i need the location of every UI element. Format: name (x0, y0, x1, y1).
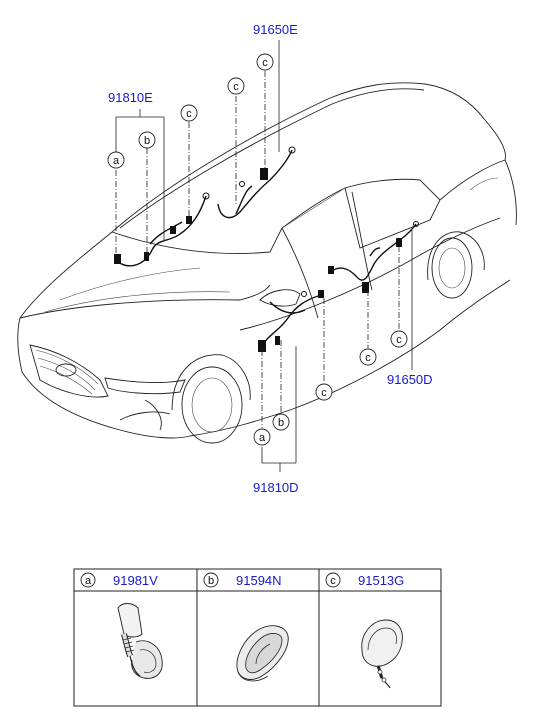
svg-text:b: b (144, 135, 150, 147)
rear-door-harness-lower (328, 221, 419, 293)
connector-a-upper (114, 254, 121, 264)
parts-table-header-c: c 91513G (325, 572, 404, 588)
marker-b-upper: b (138, 131, 156, 149)
marker-c-front-upper: c (180, 104, 198, 122)
connector-a-lower (258, 340, 266, 352)
part-code-b: 91594N (236, 573, 282, 588)
grommet-boot-icon (117, 603, 163, 679)
marker-c-rear-lower: c (390, 330, 408, 348)
part-code-a: 91981V (113, 573, 158, 588)
part-code-c: 91513G (358, 573, 404, 588)
marker-a-upper: a (107, 151, 125, 169)
parts-table-header-a: a 91981V (80, 572, 158, 588)
svg-text:c: c (262, 57, 268, 69)
svg-text:c: c (233, 81, 239, 93)
connector-c-lower (362, 282, 369, 293)
car-body-outline (17, 82, 517, 444)
locator-lines (115, 71, 400, 428)
rear-door-harness-upper (217, 146, 296, 219)
leader-lines (115, 40, 413, 472)
svg-text:b: b (208, 575, 214, 587)
connector-c-upper (260, 168, 268, 180)
parts-table (73, 568, 442, 707)
svg-text:c: c (396, 334, 402, 346)
svg-text:b: b (278, 417, 284, 429)
callout-91650D: 91650D (387, 372, 433, 387)
front-door-harness-upper (114, 192, 210, 267)
marker-c-mid-lower: c (359, 348, 377, 366)
parts-table-header-b: b 91594N (203, 572, 282, 588)
svg-text:a: a (259, 432, 266, 444)
callout-91650E: 91650E (253, 22, 298, 37)
callout-91810D: 91810D (253, 480, 299, 495)
round-grommet-icon (361, 619, 403, 689)
marker-c-rear-upper: c (256, 53, 274, 71)
svg-text:c: c (186, 108, 192, 120)
svg-text:a: a (85, 575, 92, 587)
callout-91810E: 91810E (108, 90, 153, 105)
front-door-harness-lower (258, 290, 324, 352)
marker-c-front-lower: c (315, 383, 333, 401)
svg-text:a: a (113, 155, 120, 167)
svg-text:c: c (365, 352, 371, 364)
svg-text:c: c (321, 387, 327, 399)
marker-b-lower: b (272, 413, 290, 431)
svg-text:c: c (330, 575, 336, 587)
marker-c-mid-upper: c (227, 77, 245, 95)
oval-grommet-icon (236, 625, 289, 682)
marker-a-lower: a (253, 428, 271, 446)
